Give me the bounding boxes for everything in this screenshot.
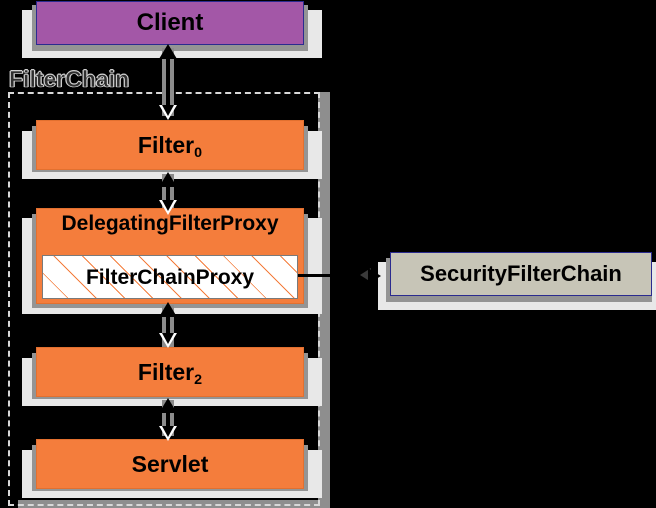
edge-filter2-servlet-head-down <box>159 426 177 441</box>
edge-filter2-servlet-line <box>166 404 170 434</box>
edge-fcp-sfc-head-right <box>368 268 381 284</box>
edge-dfp-filter2-line <box>166 309 170 345</box>
edge-client-filter0-head-down <box>159 105 177 120</box>
node-filter2-label: Filter2 <box>137 358 203 389</box>
edge-fcp-sfc-head-left <box>360 268 371 282</box>
edge-client-filter0-line <box>166 52 170 114</box>
node-client-label: Client <box>136 9 204 36</box>
edge-client-filter0-head-up <box>159 44 177 59</box>
node-servlet-label: Servlet <box>131 450 209 477</box>
node-filter0-label: Filter0 <box>137 131 203 162</box>
node-filter-chain-proxy-label: FilterChainProxy <box>85 265 255 289</box>
edge-filter2-servlet-head-up <box>159 398 177 413</box>
node-client[interactable]: Client <box>36 1 304 45</box>
node-security-filter-chain[interactable]: SecurityFilterChain <box>390 252 652 296</box>
edge-dfp-filter2-head-up <box>159 302 177 317</box>
node-filter2[interactable]: Filter2 <box>36 347 304 397</box>
node-servlet[interactable]: Servlet <box>36 439 304 489</box>
edge-fcp-sfc-line <box>298 274 362 277</box>
node-filter-chain-proxy[interactable]: FilterChainProxy <box>42 255 298 299</box>
filterchain-group-label: FilterChain <box>9 66 130 93</box>
node-security-filter-chain-label: SecurityFilterChain <box>420 261 622 286</box>
edge-filter0-dfp-line <box>166 178 170 208</box>
edge-filter0-dfp-head-up <box>159 172 177 187</box>
edge-dfp-filter2-head-down <box>159 333 177 348</box>
node-filter0[interactable]: Filter0 <box>36 120 304 170</box>
node-delegating-filter-proxy-label: DelegatingFilterProxy <box>61 212 279 235</box>
edge-filter0-dfp-head-down <box>159 200 177 215</box>
